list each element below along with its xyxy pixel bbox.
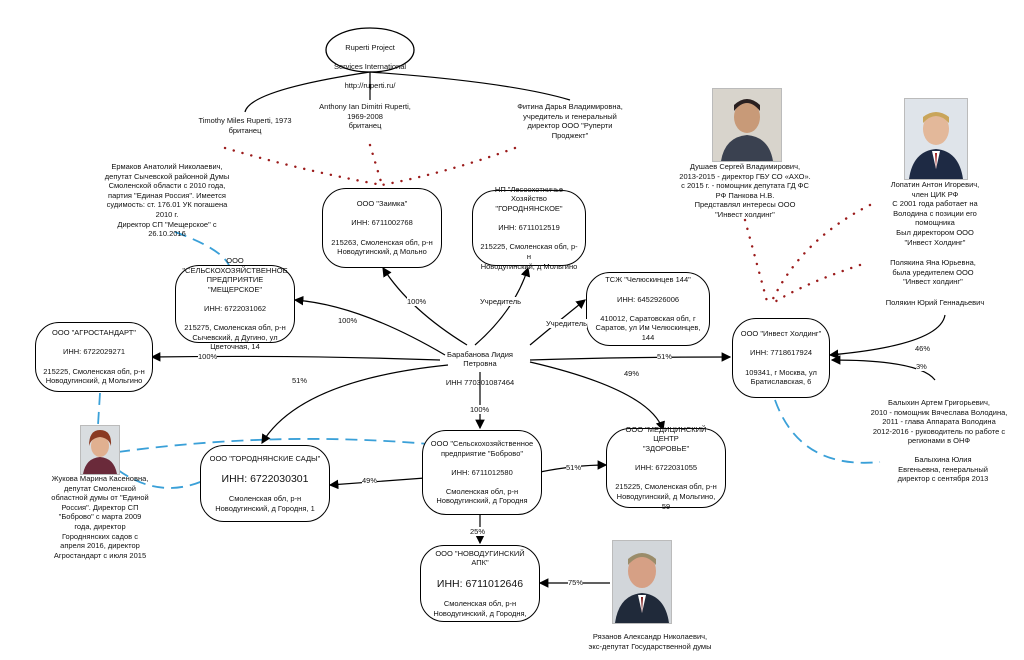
lesookhot-node: НП "Лесоохотничье Хозяйство "ГОРОДНЯНСКО… — [472, 185, 586, 271]
ruperti-line1: Ruperti Project — [345, 42, 395, 52]
lopatin-photo — [904, 98, 968, 180]
center-name: Барабанова Лидия Петровна — [447, 349, 513, 369]
zdorovie-inn: ИНН: 6722031055 — [634, 463, 698, 473]
dashed-lines — [97, 231, 881, 489]
invest-name: ООО "Инвест Холдинг" — [740, 329, 822, 339]
gorodnya-sady-addr: Смоленская обл, р-н Новодугинский, д Гор… — [215, 494, 315, 513]
zdorovie-name: ООО "МЕДИЦИНСКИЙ ЦЕНТР "ЗДОРОВЬЕ" — [625, 424, 707, 454]
ermakov-label: Ермаков Анатолий Николаевич, депутат Сыч… — [104, 162, 230, 239]
bobrovo-addr: Смоленская обл, р-н Новодугинский, д Гор… — [436, 486, 528, 506]
timothy-label: Timothy Miles Ruperti, 1973 британец — [198, 116, 292, 135]
edge-label-zaimka: 100% — [407, 297, 427, 306]
meshcherskoe-addr: 215275, Смоленская обл, р-н Сычевский, д… — [184, 323, 286, 352]
gorodnya-sady-name: ООО "ГОРОДНЯНСКИЕ САДЫ" — [209, 453, 321, 463]
novodug-name: ООО "НОВОДУГИНСКИЙ АПК" — [435, 548, 525, 568]
edge-label-uchreditel-1: Учредитель — [480, 297, 521, 306]
zaimka-inn: ИНН: 6711002768 — [351, 218, 413, 228]
edge-label-zdorovie: 49% — [624, 369, 640, 378]
agrostandart-node: ООО "АГРОСТАНДАРТ" ИНН: 6722029271 21522… — [35, 322, 153, 392]
edge-label-bob-apk: 25% — [470, 527, 486, 536]
invest-node: ООО "Инвест Холдинг" ИНН: 7718617924 109… — [732, 318, 830, 398]
agrostandart-addr: 215225, Смоленская обл, р-н Новодугински… — [43, 366, 145, 386]
meshcherskoe-inn: ИНН: 6722031062 — [203, 304, 267, 313]
invest-inn: ИНН: 7718617924 — [749, 348, 813, 358]
ruperti-label: Ruperti Project Services International h… — [326, 33, 414, 91]
center-person: Барабанова Лидия Петровна ИНН 7703010874… — [430, 340, 530, 388]
tszh-node: ТСЖ "Челюскинцев 144" ИНН: 6452926006 41… — [586, 272, 710, 346]
dushaev-label: Душаев Сергей Владимирович, 2013-2015 - … — [679, 162, 811, 219]
tszh-name: ТСЖ "Челюскинцев 144" — [605, 275, 691, 285]
edge-label-meshcherskoe: 100% — [338, 316, 358, 325]
bobrovo-inn: ИНН: 6711012580 — [451, 467, 513, 477]
polyakin-label: Полякин Юрий Геннадьевич — [885, 298, 985, 307]
gorodnya-sady-node: ООО "ГОРОДНЯНСКИЕ САДЫ" ИНН: 6722030301 … — [200, 445, 330, 522]
agrostandart-name: ООО "АГРОСТАНДАРТ" — [52, 328, 136, 338]
edge-label-polyakin: 46% — [915, 344, 931, 353]
ruperti-url: http://ruperti.ru/ — [344, 80, 396, 90]
zdorovie-addr: 215225, Смоленская обл, р-н Новодугински… — [615, 482, 717, 511]
lesookhot-inn: ИНН: 6711012519 — [498, 223, 560, 233]
lesookhot-addr: 215225, Смоленская обл, р-н Новодугински… — [480, 242, 578, 271]
edge-label-bob-sady: 49% — [362, 476, 378, 485]
edge-label-balykhin: 3% — [916, 362, 927, 371]
gorodnya-sady-inn: ИНН: 6722030301 — [221, 472, 309, 485]
ruperti-line2: Services International — [333, 61, 407, 71]
edge-label-sady: 51% — [292, 376, 308, 385]
zhukova-label: Жукова Марина Касеновна, депутат Смоленс… — [51, 474, 149, 560]
zhukova-photo — [80, 425, 120, 475]
edge-label-bob-zdorovie: 51% — [566, 463, 582, 472]
edge-label-bobrovo: 100% — [470, 405, 490, 414]
polyakina-label: Полякина Яна Юрьевна, была уредителем ОО… — [890, 258, 976, 287]
dushaev-photo — [712, 88, 782, 162]
dotted-lines — [223, 143, 872, 307]
bobrovo-node: ООО "Сельскохозяйственное предприятие "Б… — [422, 430, 542, 515]
meshcherskoe-name: ООО "СЕЛЬСКОХОЗЯЙСТВЕННОЕ ПРЕДПРИЯТИЕ "М… — [182, 256, 288, 294]
lesookhot-name: НП "Лесоохотничье Хозяйство "ГОРОДНЯНСКО… — [494, 184, 564, 214]
invest-addr: 109341, г Москва, ул Братиславская, 6 — [745, 367, 817, 387]
tszh-addr: 410012, Саратовская обл, г Саратов, ул И… — [595, 313, 701, 342]
lopatin-label: Лопатин Антон Игоревич, член ЦИК РФ С 20… — [890, 180, 980, 247]
edge-label-uchreditel-2: Учредитель — [546, 319, 587, 328]
edge-label-ryazanov: 75% — [568, 578, 584, 587]
novodug-node: ООО "НОВОДУГИНСКИЙ АПК" ИНН: 6711012646 … — [420, 545, 540, 622]
edge-label-agrostandart: 100% — [198, 352, 218, 361]
meshcherskoe-node: ООО "СЕЛЬСКОХОЗЯЙСТВЕННОЕ ПРЕДПРИЯТИЕ "М… — [175, 256, 295, 351]
bobrovo-name: ООО "Сельскохозяйственное предприятие "Б… — [430, 438, 534, 458]
agrostandart-inn: ИНН: 6722029271 — [62, 347, 126, 357]
zaimka-node: ООО "Заимка" ИНН: 6711002768 215263, Смо… — [322, 188, 442, 268]
zaimka-addr: 215263, Смоленская обл, р-н Новодугински… — [331, 237, 433, 257]
center-inn: ИНН 770301087464 — [445, 378, 515, 388]
zdorovie-node: ООО "МЕДИЦИНСКИЙ ЦЕНТР "ЗДОРОВЬЕ" ИНН: 6… — [606, 424, 726, 511]
balykhina-label: Балыхина Юлия Евгеньевна, генеральный ди… — [897, 455, 989, 484]
anthony-label: Anthony Ian Dimitri Ruperti, 1969-2008 б… — [319, 102, 411, 131]
ryazanov-label: Рязанов Александр Николаевич, экс-депута… — [588, 632, 712, 651]
edge-label-invest: 51% — [657, 352, 673, 361]
zaimka-name: ООО "Заимка" — [356, 199, 408, 209]
novodug-addr: Смоленская обл, р-н Новодугинский, д Гор… — [433, 599, 527, 618]
novodug-inn: ИНН: 6711012646 — [436, 577, 524, 590]
tszh-inn: ИНН: 6452926006 — [616, 294, 680, 304]
fitina-label: Фитина Дарья Владимировна, учредитель и … — [517, 102, 623, 140]
balykhin-label: Балыхин Артем Григорьевич, 2010 - помощн… — [870, 398, 1008, 446]
ryazanov-photo — [612, 540, 672, 624]
